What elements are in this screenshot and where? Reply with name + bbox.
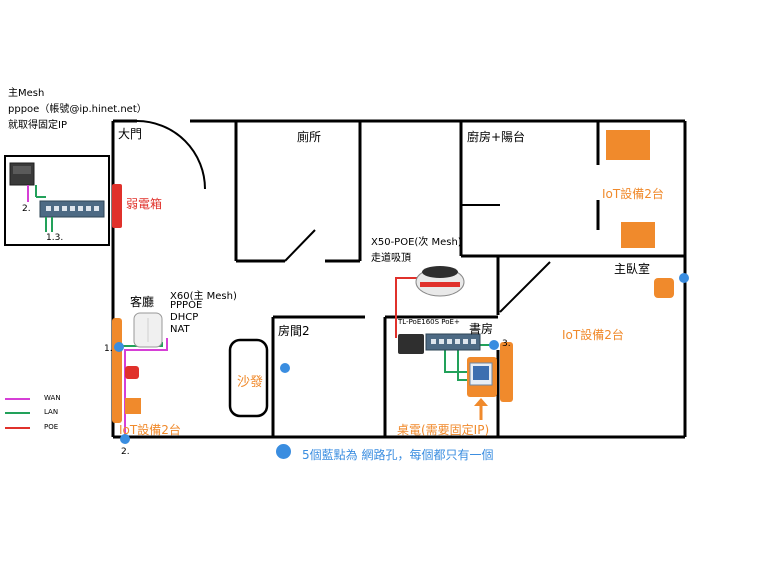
legend-poe: POE: [44, 423, 59, 431]
room-living-label: 客廳: [130, 295, 155, 309]
x60-nat: NAT: [170, 324, 190, 335]
iot-device-block: [125, 398, 141, 414]
room-study-label: 書房: [469, 322, 494, 336]
iot-master-label: IoT設備2台: [562, 328, 624, 342]
port-1-label: 1.: [104, 344, 113, 354]
x50-sub: 走道吸頂: [371, 253, 411, 264]
iot-top-label: IoT設備2台: [602, 187, 664, 201]
network-port-dot: [489, 340, 499, 350]
network-port-dot: [120, 434, 130, 444]
network-port-dot: [280, 363, 290, 373]
x60-title: X60(主 Mesh): [170, 291, 237, 302]
room-room2-label: 房間2: [278, 324, 310, 338]
iot-device-block: [621, 222, 655, 248]
inset-port-2-label: 2.: [22, 204, 31, 214]
port-3-label: 3.: [502, 339, 511, 349]
x60-dhcp: DHCP: [170, 312, 199, 323]
room-gate-label: 大門: [118, 127, 143, 141]
sofa-label: 沙發: [237, 375, 264, 390]
room-master-label: 主臥室: [614, 262, 651, 276]
network-port-note: 5個藍點為 網路孔，每個都只有一個: [302, 448, 494, 462]
x50-title: X50-POE(次 Mesh): [371, 237, 462, 248]
network-port-dot: [114, 342, 124, 352]
room-toilet-label: 廁所: [297, 130, 322, 144]
inset-port-13-label: 1.3.: [46, 233, 64, 243]
desktop-label: 桌電(需要固定IP): [397, 423, 490, 437]
iot-device-block: [606, 130, 650, 160]
junction-box-label: 弱電箱: [126, 197, 163, 211]
room-kitchen-label: 廚房+陽台: [467, 130, 526, 144]
network-port-dot: [679, 273, 689, 283]
header-line-2: pppoe（帳號@ip.hinet.net）: [8, 104, 147, 115]
x60-pppoe: PPPOE: [170, 300, 203, 311]
legend-lan: LAN: [44, 408, 59, 416]
switch-label: TL-PoE160S PoE+: [398, 318, 460, 326]
header-line-1: 主Mesh: [8, 88, 45, 99]
iot-device-block: [654, 278, 674, 298]
iot-living-label: IoT設備2台: [119, 423, 181, 437]
legend-dot: [276, 444, 291, 459]
legend-wan: WAN: [44, 394, 61, 402]
header-line-3: 就取得固定IP: [8, 120, 67, 131]
port-2-label: 2.: [121, 447, 130, 457]
red-device-block: [125, 366, 139, 379]
